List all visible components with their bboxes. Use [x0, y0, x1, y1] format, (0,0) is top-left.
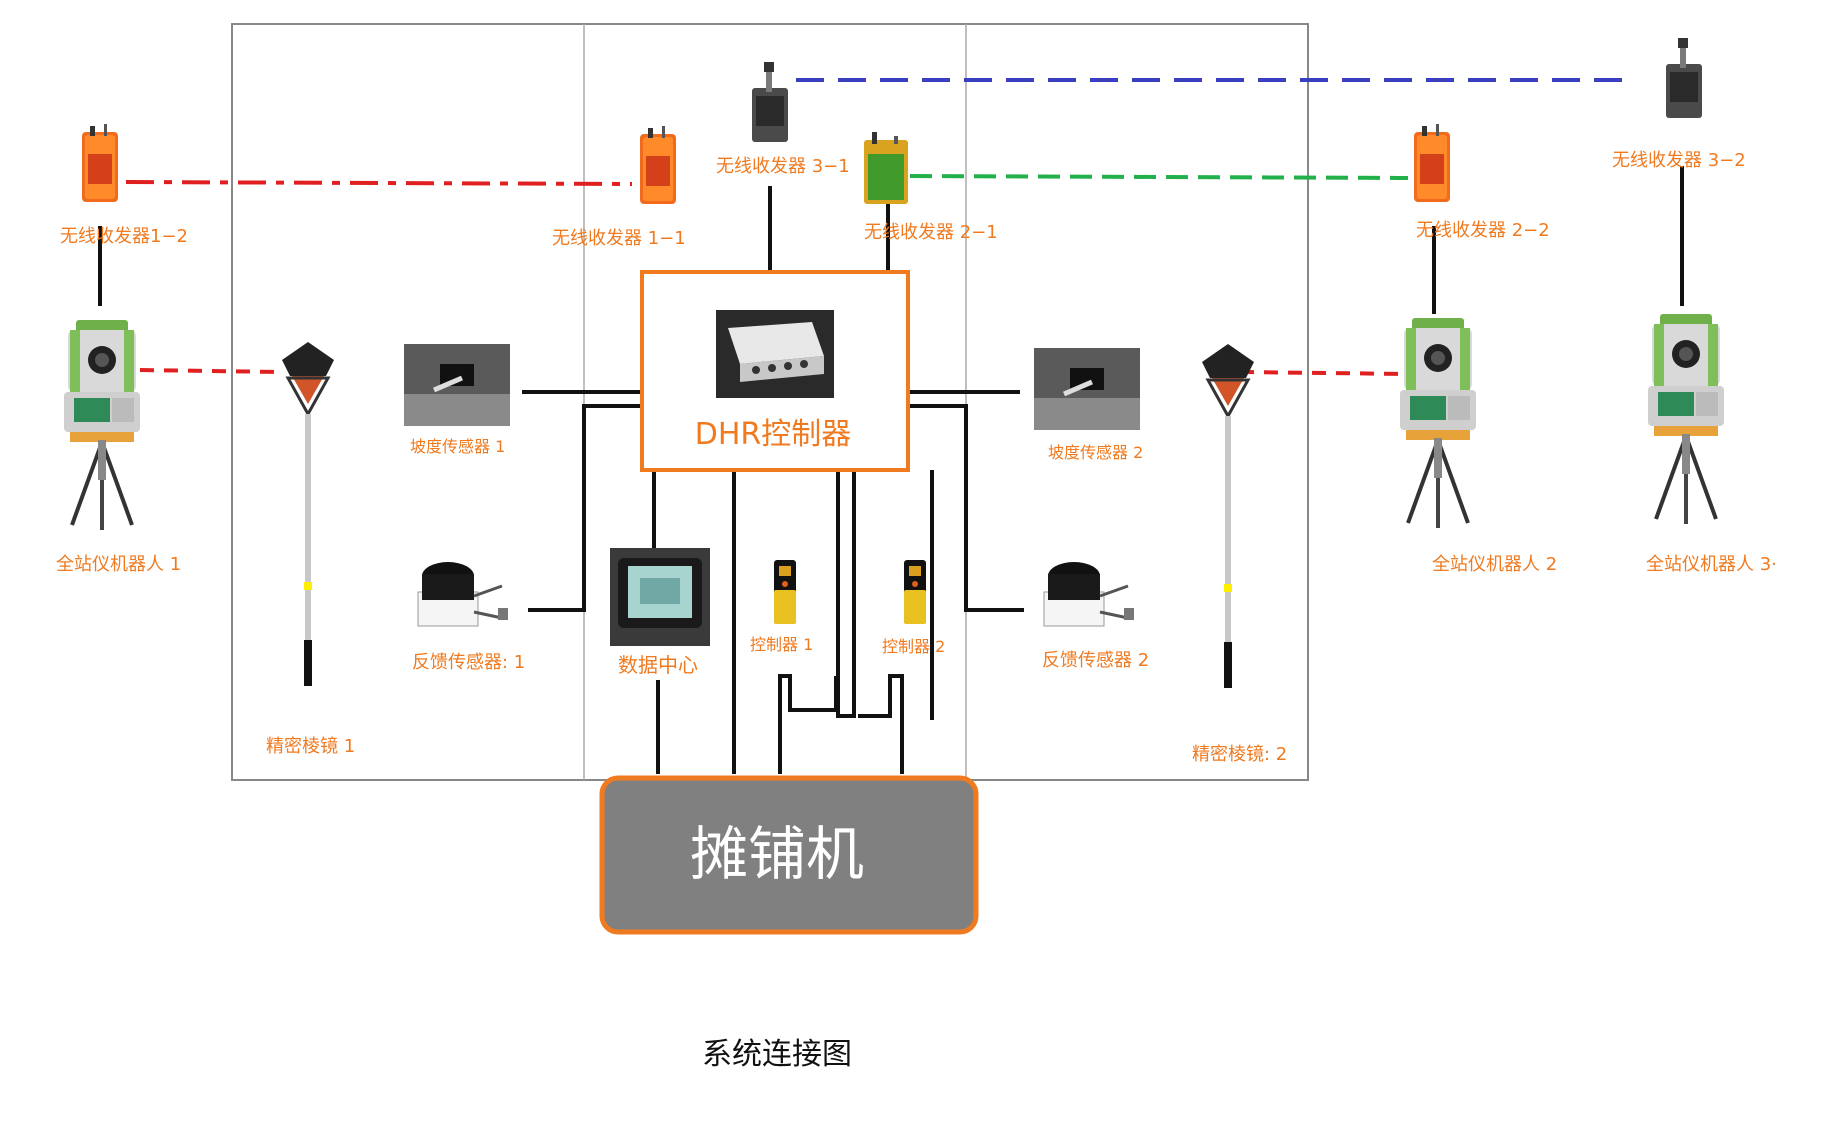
radio-transceiver-2-2: [1414, 124, 1450, 202]
slope-sensor-2-label: 坡度传感器 2: [1048, 443, 1143, 462]
prism-2-label: 精密棱镜: 2: [1192, 744, 1287, 765]
link-radio-1: [125, 180, 633, 186]
link-prism-2: [1239, 370, 1411, 376]
total-station-1-label: 全站仪机器人 1: [56, 554, 181, 575]
wired-links: [98, 166, 1684, 774]
radio-1-1-label: 无线收发器 1−1: [552, 228, 686, 249]
dhr-controller-label: DHR控制器: [695, 417, 852, 452]
paver-label: 摊铺机: [690, 820, 864, 888]
radio-transceiver-icon: [82, 124, 118, 202]
feedback-sensor-2-label: 反馈传感器 2: [1042, 650, 1149, 671]
slope-sensor-1-label: 坡度传感器 1: [410, 437, 505, 456]
diagram-caption: 系统连接图: [702, 1037, 852, 1072]
feedback-sensor-1-label: 反馈传感器: 1: [412, 652, 525, 673]
dhr-controller: DHR控制器: [640, 270, 910, 472]
radio-transceiver-icon: [640, 126, 676, 204]
slope-sensor-icon: [1034, 348, 1140, 430]
feedback-sensor-icon: [1042, 560, 1136, 628]
radio-transceiver-3-2: [1666, 38, 1702, 118]
total-station-3-label: 全站仪机器人 3·: [1646, 554, 1777, 575]
labels: 无线收发器1−2 无线收发器 1−1 无线收发器 3−1 无线收发器 2−1 无…: [56, 150, 1777, 765]
radio-transceiver-1-1: [640, 126, 676, 204]
prism-pole-icon: [280, 340, 336, 688]
radio-transceiver-1-2: [82, 124, 118, 202]
wireless-links: [125, 78, 1636, 376]
controller-2-label: 控制器 2: [882, 637, 945, 656]
slope-sensor-icon: [404, 344, 510, 426]
prism-1-label: 精密棱镜 1: [266, 736, 355, 757]
controller-1-label: 控制器 1: [750, 635, 813, 654]
handheld-controller-icon: [904, 560, 926, 624]
total-station-icon: [1398, 316, 1478, 530]
link-radio-2: [909, 174, 1409, 180]
total-station-icon: [62, 318, 142, 532]
radio-transceiver-icon: [1414, 124, 1450, 202]
radio-3-2-label: 无线收发器 3−2: [1612, 150, 1746, 171]
prism-pole-icon: [1200, 342, 1256, 690]
radio-2-2-label: 无线收发器 2−2: [1416, 220, 1550, 241]
handheld-controller-icon: [774, 560, 796, 624]
radio-transceiver-2-1: [864, 132, 908, 204]
link-prism-1: [139, 368, 283, 374]
control-box-icon: [716, 310, 834, 398]
radio-2-1-label: 无线收发器 2−1: [864, 222, 998, 243]
radio-transceiver-icon: [1666, 38, 1702, 118]
tablet-icon: [610, 548, 710, 646]
radio-transceiver-icon: [864, 132, 908, 204]
data-center-label: 数据中心: [618, 653, 698, 677]
paver: 摊铺机: [599, 775, 979, 935]
feedback-sensor-icon: [416, 560, 510, 628]
radio-transceiver-3-1: [752, 62, 788, 142]
radio-transceiver-icon: [752, 62, 788, 142]
radio-3-1-label: 无线收发器 3−1: [716, 156, 850, 177]
total-station-2-label: 全站仪机器人 2: [1432, 554, 1557, 575]
radio-1-2-label: 无线收发器1−2: [60, 226, 188, 247]
total-station-icon: [1646, 312, 1726, 526]
